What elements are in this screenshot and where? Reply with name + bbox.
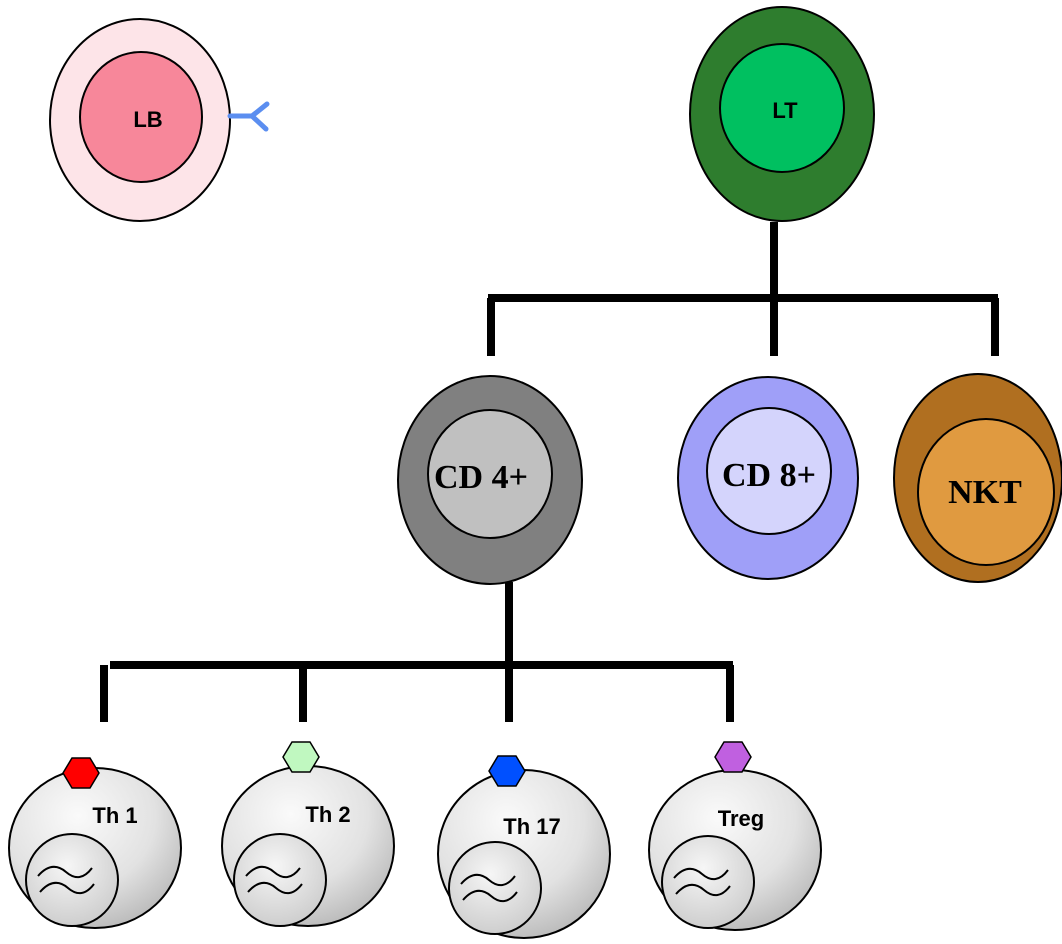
dna-strand-icon: [37, 865, 95, 895]
dna-strand-icon: [673, 867, 731, 897]
nkt-label: NKT: [948, 474, 1022, 511]
th17-cell: Th 17: [437, 755, 611, 939]
th2-cell: Th 2: [221, 741, 395, 927]
cd4-cell: CD 4+: [397, 375, 583, 585]
th2-label: Th 2: [305, 802, 350, 827]
dna-strand-icon: [245, 865, 303, 895]
dna-strand-icon: [460, 873, 518, 903]
cd8-cell: CD 8+: [677, 376, 859, 580]
th17-marker-icon: [488, 755, 526, 787]
lb-label: LB: [133, 107, 162, 132]
cd4-label: CD 4+: [434, 459, 528, 496]
treg-marker-icon: [714, 741, 752, 773]
nkt-cell: NKT: [893, 373, 1062, 583]
th17-label: Th 17: [503, 814, 560, 839]
lt-label: LT: [772, 98, 798, 123]
th1-cell: Th 1: [8, 757, 182, 929]
antibody-icon: [227, 101, 270, 132]
connectors: [100, 222, 999, 722]
th2-marker-icon: [282, 741, 320, 773]
treg-label: Treg: [718, 806, 764, 831]
th1-marker-icon: [62, 757, 100, 789]
treg-cell: Treg: [648, 741, 822, 931]
th1-label: Th 1: [92, 803, 137, 828]
lt-cell: LT: [689, 6, 875, 222]
lb-cell: LB: [49, 18, 270, 222]
cd8-label: CD 8+: [722, 457, 816, 494]
